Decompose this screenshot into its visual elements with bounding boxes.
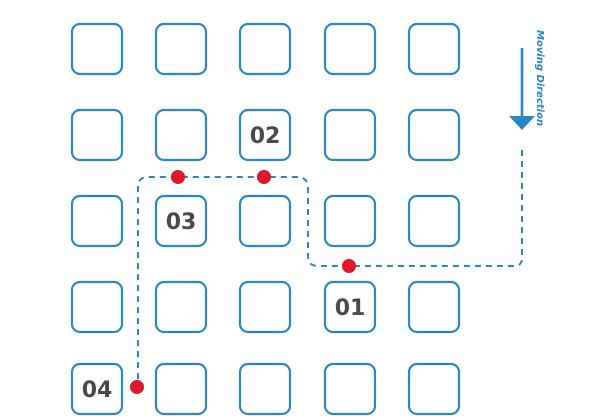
cell-label: 04: [82, 378, 113, 403]
grid-cell: [323, 194, 377, 248]
stop-marker: [171, 170, 185, 184]
grid-cells: 02 03 01 04: [70, 22, 461, 416]
cell-box: [154, 194, 208, 248]
grid-cell: [323, 22, 377, 76]
cell-box: [70, 22, 124, 76]
grid-cell: [238, 194, 292, 248]
grid-cell: [70, 194, 124, 248]
grid-cell: [70, 22, 124, 76]
grid-cell: 02: [238, 108, 292, 162]
grid-cell: 03: [154, 194, 208, 248]
grid-cell: [70, 280, 124, 334]
grid-cell: [407, 194, 461, 248]
cell-box: [238, 280, 292, 334]
cell-box: [407, 22, 461, 76]
cell-box: [70, 194, 124, 248]
dashed-route-path: [137, 150, 523, 386]
grid-cell: [323, 108, 377, 162]
cell-box: [323, 22, 377, 76]
grid-cell: [154, 280, 208, 334]
grid-cell: 04: [70, 362, 124, 416]
cell-box: [70, 362, 124, 416]
stop-marker: [130, 380, 144, 394]
cell-box: [70, 280, 124, 334]
cell-box: [238, 22, 292, 76]
grid-cell: [238, 280, 292, 334]
cell-box: [407, 362, 461, 416]
cell-label: 01: [335, 296, 366, 321]
grid-cell: [154, 362, 208, 416]
cell-label: 02: [250, 124, 281, 149]
grid-cell: [154, 22, 208, 76]
cell-box: [323, 108, 377, 162]
cell-box: [238, 194, 292, 248]
grid-cell: [323, 362, 377, 416]
cell-box: [407, 108, 461, 162]
stop-marker: [342, 259, 356, 273]
cell-box: [154, 362, 208, 416]
cell-box: [407, 194, 461, 248]
cell-box: [323, 194, 377, 248]
cell-box: [154, 108, 208, 162]
cell-box: [407, 280, 461, 334]
cell-box: [70, 108, 124, 162]
down-arrow-icon: [509, 48, 535, 130]
grid-cell: [238, 362, 292, 416]
cell-label: 03: [166, 210, 197, 235]
moving-direction-label: Moving Direction: [534, 30, 545, 126]
cell-box: [323, 280, 377, 334]
stop-marker: [257, 170, 271, 184]
cell-box: [238, 108, 292, 162]
grid-cell: [407, 22, 461, 76]
cell-box: [323, 362, 377, 416]
cell-box: [238, 362, 292, 416]
grid-cell: [407, 108, 461, 162]
grid-cell: [407, 362, 461, 416]
grid-cell: [238, 22, 292, 76]
cell-box: [154, 22, 208, 76]
grid-cell: 01: [323, 280, 377, 334]
cell-box: [154, 280, 208, 334]
grid-cell: [407, 280, 461, 334]
grid-cell: [154, 108, 208, 162]
grid-cell: [70, 108, 124, 162]
